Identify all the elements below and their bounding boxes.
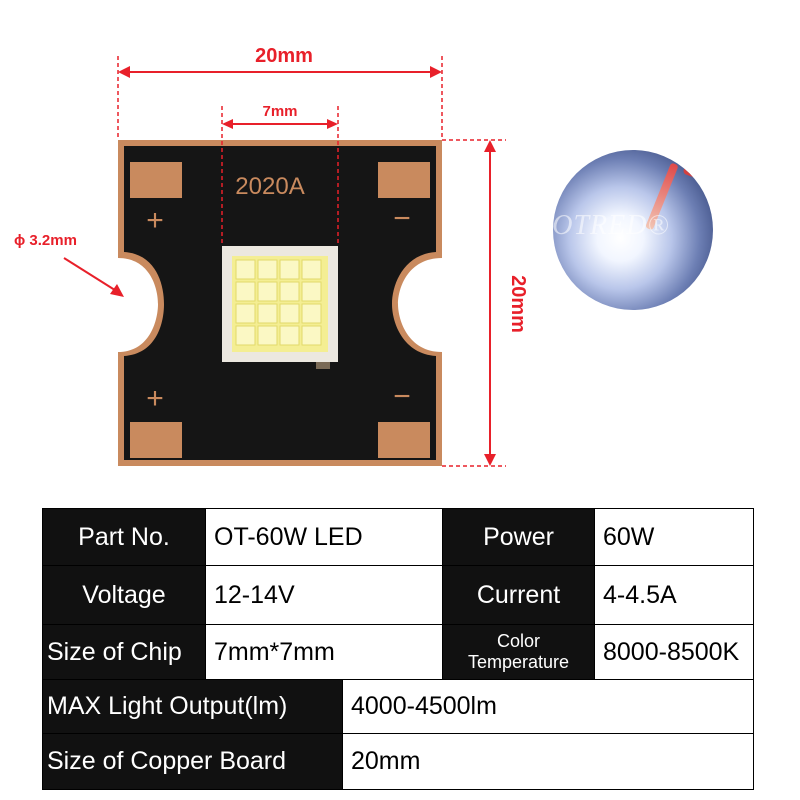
chip-size-value: 7mm*7mm: [206, 625, 443, 680]
pad-top-right: [378, 162, 430, 198]
led-die: [279, 325, 300, 346]
plus-symbol-bottom: +: [146, 382, 164, 415]
current-value: 4-4.5A: [595, 566, 753, 625]
led-die: [279, 281, 300, 302]
chip-arrow-right: [327, 119, 338, 129]
board-model-text: 2020A: [235, 173, 304, 200]
led-die: [301, 303, 322, 324]
width-arrow-left: [118, 66, 130, 78]
led-die: [257, 303, 278, 324]
led-die: [279, 259, 300, 280]
width-dimension-label: 20mm: [255, 45, 313, 67]
plus-symbol-top: +: [146, 204, 164, 237]
part-no-value: OT-60W LED: [206, 509, 443, 566]
chip-arrow-left: [222, 119, 233, 129]
width-arrow-right: [430, 66, 442, 78]
copper-board-value: 20mm: [343, 734, 753, 789]
part-no-label: Part No.: [43, 509, 206, 566]
color-temperature-label-line1: Color: [496, 631, 540, 651]
led-die: [235, 325, 256, 346]
chip-size-label: Size of Chip: [43, 625, 206, 680]
height-arrow-top: [484, 140, 496, 152]
max-output-value: 4000-4500lm: [343, 680, 753, 734]
led-board-diagram: 2020A + − + − 20mm 7mm 20mm ɸ 3.2mm: [14, 45, 529, 467]
led-die: [257, 281, 278, 302]
chip-dimension-label: 7mm: [262, 103, 297, 120]
voltage-label: Voltage: [43, 566, 206, 625]
pad-bottom-left: [130, 422, 182, 458]
minus-symbol-top: −: [393, 202, 411, 235]
led-die: [257, 259, 278, 280]
hole-diameter-label: ɸ 3.2mm: [14, 232, 77, 249]
color-temperature-label-line2: Temperature: [467, 652, 570, 672]
brand-watermark: HOTRED®: [553, 210, 670, 241]
current-label: Current: [443, 566, 595, 625]
copper-board-label: Size of Copper Board: [43, 734, 343, 789]
led-die: [235, 259, 256, 280]
led-die: [279, 303, 300, 324]
pad-top-left: [130, 162, 182, 198]
minus-symbol-bottom: −: [393, 380, 411, 413]
height-arrow-bottom: [484, 454, 496, 466]
power-label: Power: [443, 509, 595, 566]
voltage-value: 12-14V: [206, 566, 443, 625]
power-value: 60W: [595, 509, 753, 566]
led-die: [235, 281, 256, 302]
pad-bottom-right: [378, 422, 430, 458]
led-chip-grid: [235, 259, 322, 346]
led-die: [257, 325, 278, 346]
height-dimension-label: 20mm: [507, 275, 529, 333]
spec-table: Part No. OT-60W LED Power 60W Voltage 12…: [42, 508, 754, 790]
hole-leader-arrow: [110, 284, 124, 297]
led-die: [301, 259, 322, 280]
color-temperature-value: 8000-8500K: [595, 625, 753, 680]
led-lit-photo: HOTRED®: [553, 150, 713, 310]
led-die: [301, 281, 322, 302]
led-die: [235, 303, 256, 324]
max-output-label: MAX Light Output(lm): [43, 680, 343, 734]
hole-leader-line: [63, 257, 119, 293]
led-die: [301, 325, 322, 346]
led-chip-solder: [316, 362, 330, 369]
color-temperature-label: Color Temperature: [443, 625, 595, 680]
